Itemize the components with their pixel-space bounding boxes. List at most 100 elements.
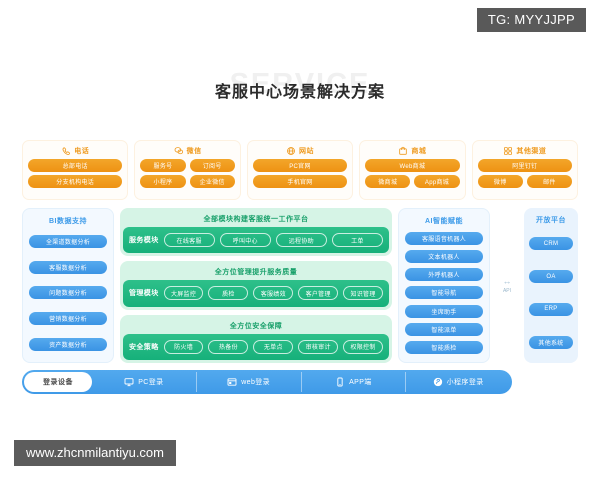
channel-pill[interactable]: 邮件 bbox=[526, 175, 573, 188]
ai-item[interactable]: 文本机器人 bbox=[405, 249, 483, 263]
channel-pill-row: 手机官网 bbox=[252, 175, 348, 188]
core-platform-column: 全部模块构建客服统一工作平台服务模块在线客服呼叫中心远程协助工单全方位管理提升服… bbox=[120, 208, 392, 363]
core-module-chip[interactable]: 热备份 bbox=[208, 339, 249, 354]
core-module-chip[interactable]: 远程协助 bbox=[275, 233, 327, 248]
mobile-icon bbox=[335, 377, 345, 387]
core-module-caption: 全部模块构建客服统一工作平台 bbox=[203, 216, 309, 223]
open-platform-item[interactable]: CRM bbox=[529, 237, 573, 251]
core-module-chip-list: 在线客服呼叫中心远程协助工单 bbox=[163, 233, 383, 248]
channel-card-header: 商城 bbox=[398, 146, 426, 156]
core-module-block: 全方位安全保障安全策略防火墙热备份无单点审核审计权限控制 bbox=[120, 314, 392, 363]
ai-item[interactable]: 智能质检 bbox=[405, 341, 483, 355]
login-option[interactable]: 小程序登录 bbox=[406, 372, 510, 392]
channel-pill[interactable]: 总部电话 bbox=[28, 159, 123, 172]
core-module-chip[interactable]: 无单点 bbox=[253, 339, 294, 354]
core-module-chip-list: 大屏监控质检客服绩效客户管理知识管理 bbox=[163, 286, 383, 301]
channel-card-header: 网站 bbox=[286, 146, 314, 156]
bi-item-list: 全渠道数据分析客服数据分析问题数据分析营销数据分析资产数据分析 bbox=[29, 231, 107, 355]
tg-tag: TG: MYYJJPP bbox=[476, 8, 586, 32]
watermark: www.zhcnmilantiyu.com bbox=[14, 440, 176, 466]
bi-item[interactable]: 营销数据分析 bbox=[29, 312, 107, 326]
core-module-bar: 安全策略防火墙热备份无单点审核审计权限控制 bbox=[123, 333, 389, 360]
login-option[interactable]: web登录 bbox=[197, 372, 302, 392]
middle-band: BI数据支持 全渠道数据分析客服数据分析问题数据分析营销数据分析资产数据分析 全… bbox=[22, 208, 578, 363]
channel-card-title: 其他渠道 bbox=[516, 148, 547, 155]
core-module-bar: 服务模块在线客服呼叫中心远程协助工单 bbox=[123, 227, 389, 254]
channel-pill-rows: 总部电话分支机构电话 bbox=[28, 159, 123, 188]
ai-item[interactable]: 智能派单 bbox=[405, 323, 483, 337]
channel-pill[interactable]: 微博 bbox=[477, 175, 523, 188]
core-module-label: 管理模块 bbox=[129, 290, 159, 298]
ai-item[interactable]: 坐席助手 bbox=[405, 304, 483, 318]
core-module-chip-list: 防火墙热备份无单点审核审计权限控制 bbox=[163, 339, 383, 354]
ai-item[interactable]: 外呼机器人 bbox=[405, 268, 483, 282]
channel-pill-row: 阿里钉钉 bbox=[477, 159, 573, 172]
channel-pill[interactable]: 分支机构电话 bbox=[28, 175, 123, 188]
channel-card-title: 网站 bbox=[299, 148, 315, 155]
core-module-block: 全部模块构建客服统一工作平台服务模块在线客服呼叫中心远程协助工单 bbox=[120, 208, 392, 257]
page-title: 客服中心场景解决方案 bbox=[214, 84, 385, 101]
channel-pill[interactable]: App商城 bbox=[414, 175, 460, 188]
bi-item[interactable]: 问题数据分析 bbox=[29, 286, 107, 300]
login-bar-label: 登录设备 bbox=[24, 372, 92, 392]
page-title-block: SERVICE 客服中心场景解决方案 bbox=[0, 68, 600, 102]
core-module-chip[interactable]: 客户管理 bbox=[298, 286, 339, 301]
ai-item-list: 客服语音机器人文本机器人外呼机器人智能导航坐席助手智能派单智能质检 bbox=[405, 231, 483, 355]
core-module-chip[interactable]: 在线客服 bbox=[163, 233, 215, 248]
login-option[interactable]: PC登录 bbox=[92, 372, 197, 392]
channel-pill[interactable]: Web商城 bbox=[365, 159, 460, 172]
double-arrow-icon: ↔ bbox=[502, 276, 512, 286]
channel-pill[interactable]: 阿里钉钉 bbox=[477, 159, 573, 172]
channel-pill[interactable]: 服务号 bbox=[140, 159, 186, 172]
channel-pill[interactable]: 企业微信 bbox=[189, 175, 235, 188]
core-module-chip[interactable]: 审核审计 bbox=[298, 339, 339, 354]
channel-pill[interactable]: 小程序 bbox=[140, 175, 186, 188]
channel-card[interactable]: 其他渠道阿里钉钉微博邮件 bbox=[471, 140, 579, 200]
core-module-chip[interactable]: 知识管理 bbox=[343, 286, 383, 301]
channel-pill[interactable]: 微商城 bbox=[365, 175, 411, 188]
globe-icon bbox=[286, 146, 296, 156]
core-module-label: 安全策略 bbox=[129, 343, 159, 351]
core-module-chip[interactable]: 大屏监控 bbox=[163, 286, 204, 301]
login-option[interactable]: APP端 bbox=[302, 372, 407, 392]
core-module-chip[interactable]: 权限控制 bbox=[343, 339, 383, 354]
ai-panel: AI智能赋能 客服语音机器人文本机器人外呼机器人智能导航坐席助手智能派单智能质检 bbox=[398, 208, 490, 363]
core-module-chip[interactable]: 客服绩效 bbox=[253, 286, 294, 301]
api-connector: ↔ API bbox=[496, 208, 518, 363]
api-connector-label: API bbox=[502, 288, 512, 294]
monitor-icon bbox=[124, 377, 134, 387]
channel-card[interactable]: 电话总部电话分支机构电话 bbox=[22, 140, 129, 200]
bi-item[interactable]: 资产数据分析 bbox=[29, 337, 107, 351]
channel-card[interactable]: 微信服务号订阅号小程序企业微信 bbox=[134, 140, 241, 200]
core-module-caption: 全方位安全保障 bbox=[229, 322, 283, 330]
channel-pill[interactable]: 订阅号 bbox=[189, 159, 235, 172]
miniprogram-icon bbox=[433, 377, 443, 387]
core-module-chip[interactable]: 工单 bbox=[331, 233, 383, 248]
bi-item[interactable]: 全渠道数据分析 bbox=[29, 235, 107, 249]
ghost-title: SERVICE bbox=[229, 68, 371, 100]
core-module-chip[interactable]: 呼叫中心 bbox=[219, 233, 271, 248]
channel-card-header: 微信 bbox=[174, 146, 202, 156]
channel-pill-rows: PC官网手机官网 bbox=[252, 159, 348, 188]
login-option-list: PC登录 web登录 APP端小程序登录 bbox=[92, 372, 510, 392]
channel-pill[interactable]: PC官网 bbox=[252, 159, 348, 172]
open-platform-item[interactable]: 其他系统 bbox=[529, 335, 573, 349]
core-module-chip[interactable]: 防火墙 bbox=[163, 339, 204, 354]
login-option-label: web登录 bbox=[241, 379, 271, 386]
core-module-caption: 全方位管理提升服务质量 bbox=[214, 269, 298, 277]
ai-item[interactable]: 客服语音机器人 bbox=[405, 231, 483, 245]
channel-card[interactable]: 网站 PC官网手机官网 bbox=[246, 140, 354, 200]
core-module-chip[interactable]: 质检 bbox=[208, 286, 249, 301]
bi-panel-title: BI数据支持 bbox=[49, 218, 87, 225]
open-platform-title: 开放平台 bbox=[536, 217, 566, 224]
ai-item[interactable]: 智能导航 bbox=[405, 286, 483, 300]
open-platform-item[interactable]: OA bbox=[529, 270, 573, 284]
open-platform-item-list: CRM OA ERP 其他系统 bbox=[529, 230, 573, 356]
open-platform-item[interactable]: ERP bbox=[529, 302, 573, 316]
channel-pill[interactable]: 手机官网 bbox=[252, 175, 348, 188]
bi-item[interactable]: 客服数据分析 bbox=[29, 260, 107, 274]
ai-panel-title: AI智能赋能 bbox=[425, 218, 463, 225]
